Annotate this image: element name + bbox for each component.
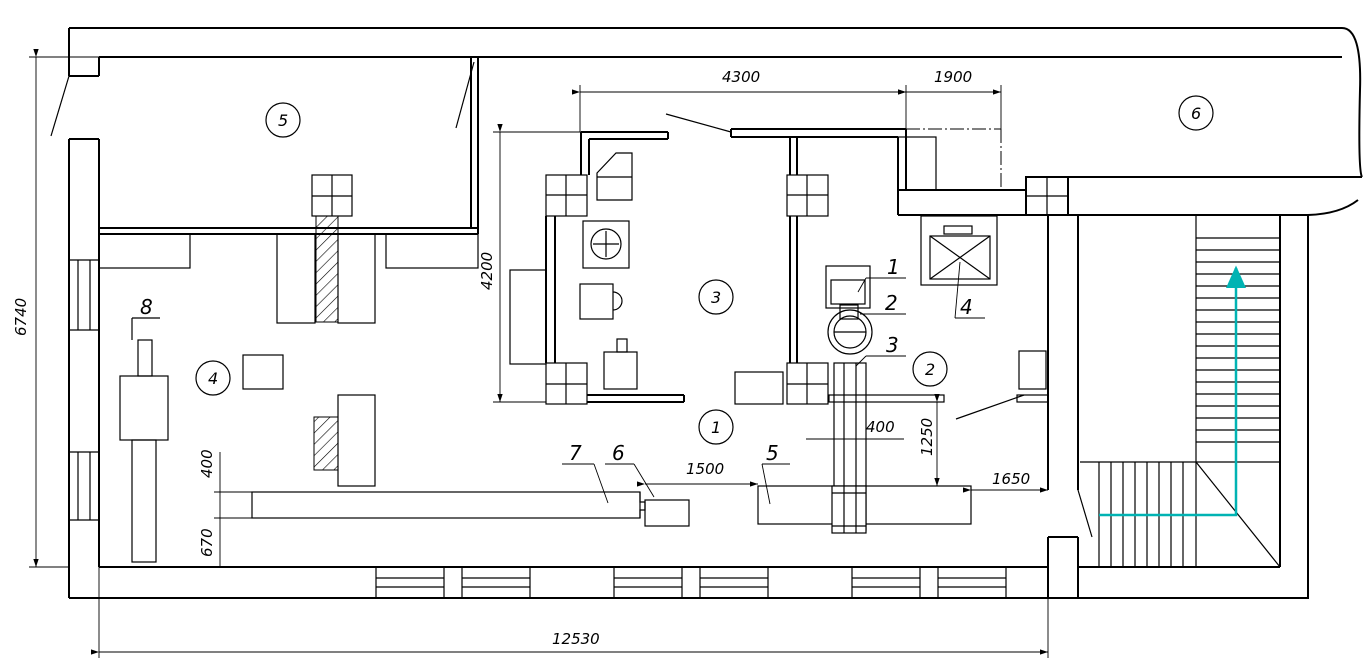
room-markers: 5 6 3 4 2 1 xyxy=(195,95,1214,445)
room-5-label: 5 xyxy=(278,111,288,130)
leader-lines xyxy=(562,261,985,505)
room-6-label: 6 xyxy=(1191,104,1201,123)
equipment-3-label: 3 xyxy=(886,333,899,357)
bottom-conveyors xyxy=(251,485,972,534)
dimension-labels: 4300 1900 4200 6740 12530 400 670 1500 1… xyxy=(12,68,1030,648)
dim-1500: 1500 xyxy=(686,460,724,478)
equipment-5-label: 5 xyxy=(766,441,779,465)
equipment-7-label: 7 xyxy=(569,441,582,465)
room-3-label: 3 xyxy=(711,288,721,307)
room-4-label: 4 xyxy=(208,369,218,388)
equipment-2-label: 2 xyxy=(885,291,898,315)
dimension-lines xyxy=(29,48,1049,658)
dim-400-center: 400 xyxy=(866,418,895,436)
dim-1650: 1650 xyxy=(992,470,1030,488)
dim-4300: 4300 xyxy=(722,68,760,86)
dim-1250: 1250 xyxy=(918,418,936,456)
room-1-label: 1 xyxy=(711,418,721,437)
dim-1900: 1900 xyxy=(934,68,972,86)
room5-partitions xyxy=(50,57,479,324)
dim-4200: 4200 xyxy=(478,252,496,290)
equipment-4-label: 4 xyxy=(960,295,973,319)
stair-direction-arrow xyxy=(1099,265,1246,517)
room4-equipment xyxy=(119,317,376,563)
room3-walls xyxy=(509,113,1026,405)
equipment-labels: 1 2 3 4 5 6 7 8 xyxy=(140,255,973,465)
room3-equipment xyxy=(579,152,638,390)
dim-400-left: 400 xyxy=(198,449,216,478)
equipment-8-label: 8 xyxy=(140,295,153,319)
dim-670: 670 xyxy=(198,528,216,557)
dim-12530: 12530 xyxy=(552,630,600,648)
staircase xyxy=(1077,215,1281,568)
room-2-label: 2 xyxy=(925,360,935,379)
outer-walls xyxy=(68,27,1363,599)
equipment-6-label: 6 xyxy=(612,441,625,465)
dim-6740: 6740 xyxy=(12,298,30,336)
equipment-1-label: 1 xyxy=(887,255,900,279)
